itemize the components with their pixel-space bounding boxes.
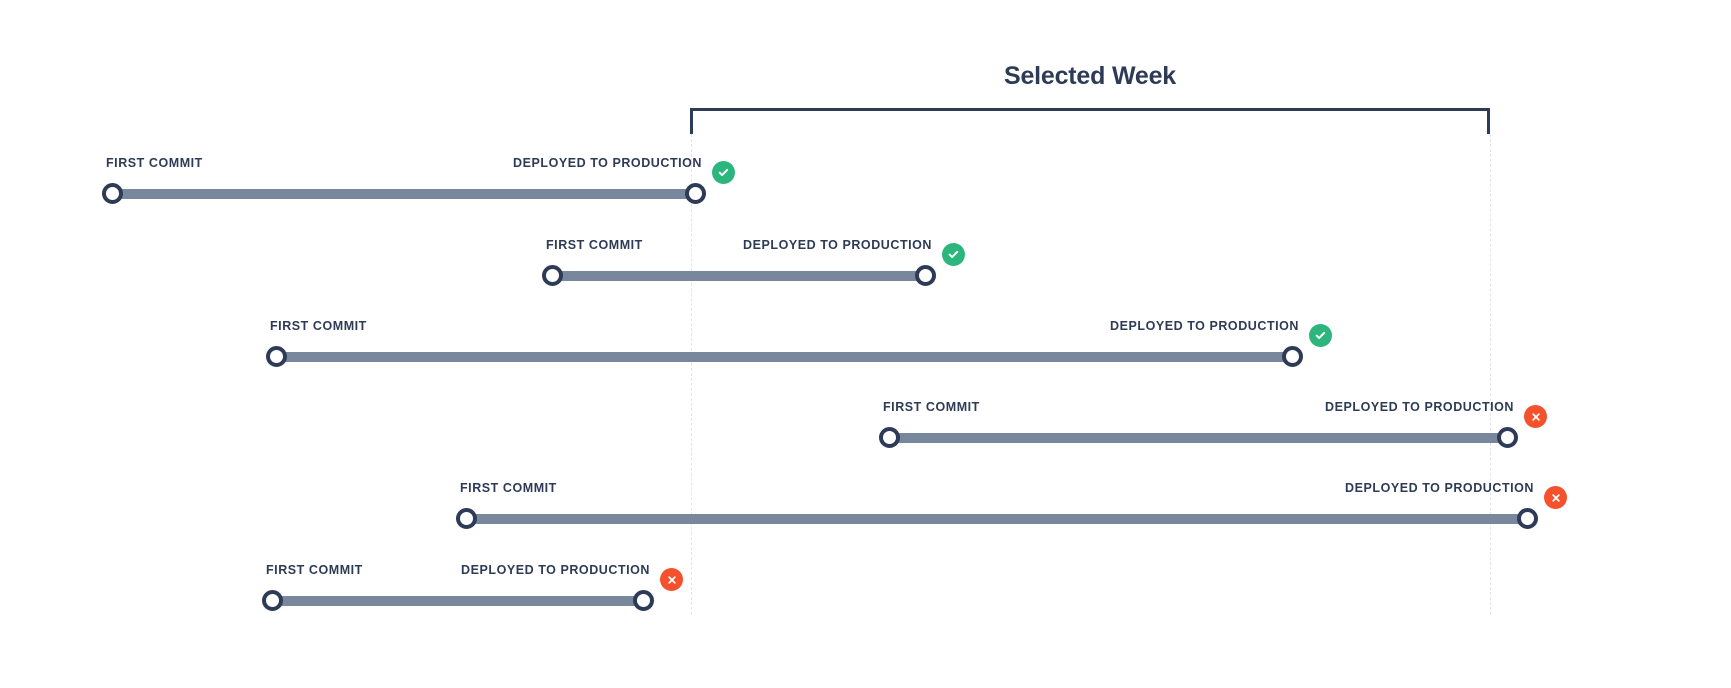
first-commit-marker[interactable] bbox=[262, 590, 283, 611]
week-start-guideline bbox=[691, 134, 692, 615]
week-end-guideline bbox=[1490, 134, 1491, 615]
first-commit-marker[interactable] bbox=[456, 508, 477, 529]
deployed-to-production-label: DEPLOYED TO PRODUCTION bbox=[743, 238, 932, 252]
deployed-to-production-marker[interactable] bbox=[915, 265, 936, 286]
deployed-to-production-marker[interactable] bbox=[633, 590, 654, 611]
x-icon bbox=[1551, 493, 1561, 503]
status-badge-failure[interactable] bbox=[1524, 405, 1547, 428]
deployed-to-production-label: DEPLOYED TO PRODUCTION bbox=[1110, 319, 1299, 333]
first-commit-marker[interactable] bbox=[102, 183, 123, 204]
status-badge-failure[interactable] bbox=[1544, 486, 1567, 509]
status-badge-success[interactable] bbox=[942, 243, 965, 266]
x-icon bbox=[667, 575, 677, 585]
first-commit-marker[interactable] bbox=[542, 265, 563, 286]
deployed-to-production-marker[interactable] bbox=[1517, 508, 1538, 529]
x-icon bbox=[1531, 412, 1541, 422]
first-commit-label: FIRST COMMIT bbox=[460, 481, 557, 495]
deployed-to-production-label: DEPLOYED TO PRODUCTION bbox=[461, 563, 650, 577]
cycle-time-bar[interactable] bbox=[548, 271, 930, 281]
first-commit-label: FIRST COMMIT bbox=[883, 400, 980, 414]
first-commit-label: FIRST COMMIT bbox=[270, 319, 367, 333]
first-commit-label: FIRST COMMIT bbox=[266, 563, 363, 577]
deployed-to-production-label: DEPLOYED TO PRODUCTION bbox=[1345, 481, 1534, 495]
timeline-row[interactable]: FIRST COMMIT DEPLOYED TO PRODUCTION bbox=[456, 480, 1567, 532]
timeline-row[interactable]: FIRST COMMIT DEPLOYED TO PRODUCTION bbox=[102, 155, 735, 207]
status-badge-success[interactable] bbox=[712, 161, 735, 184]
cycle-time-bar[interactable] bbox=[108, 189, 700, 199]
deployed-to-production-marker[interactable] bbox=[1497, 427, 1518, 448]
first-commit-label: FIRST COMMIT bbox=[546, 238, 643, 252]
cycle-time-bar[interactable] bbox=[268, 596, 648, 606]
check-icon bbox=[948, 249, 959, 260]
cycle-time-bar[interactable] bbox=[885, 433, 1512, 443]
check-icon bbox=[718, 167, 729, 178]
first-commit-label: FIRST COMMIT bbox=[106, 156, 203, 170]
first-commit-marker[interactable] bbox=[879, 427, 900, 448]
cycle-time-bar[interactable] bbox=[462, 514, 1532, 524]
deployed-to-production-label: DEPLOYED TO PRODUCTION bbox=[1325, 400, 1514, 414]
timeline-row[interactable]: FIRST COMMIT DEPLOYED TO PRODUCTION bbox=[879, 399, 1547, 451]
timeline-row[interactable]: FIRST COMMIT DEPLOYED TO PRODUCTION bbox=[266, 318, 1332, 370]
deployed-to-production-marker[interactable] bbox=[1282, 346, 1303, 367]
cycle-time-bar[interactable] bbox=[272, 352, 1297, 362]
deployed-to-production-label: DEPLOYED TO PRODUCTION bbox=[513, 156, 702, 170]
check-icon bbox=[1315, 330, 1326, 341]
timeline-row[interactable]: FIRST COMMIT DEPLOYED TO PRODUCTION bbox=[542, 237, 965, 289]
timeline-row[interactable]: FIRST COMMIT DEPLOYED TO PRODUCTION bbox=[262, 562, 683, 614]
first-commit-marker[interactable] bbox=[266, 346, 287, 367]
status-badge-success[interactable] bbox=[1309, 324, 1332, 347]
selected-week-bracket bbox=[690, 108, 1490, 134]
page-title: Selected Week bbox=[1003, 62, 1177, 90]
status-badge-failure[interactable] bbox=[660, 568, 683, 591]
deployed-to-production-marker[interactable] bbox=[685, 183, 706, 204]
